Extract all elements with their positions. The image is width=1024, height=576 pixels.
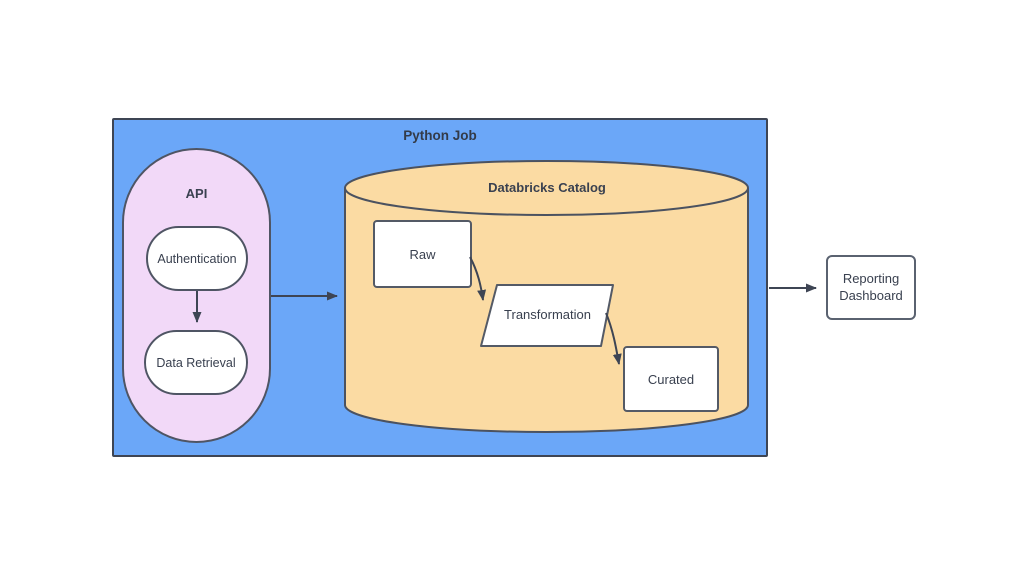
node-data-retrieval-label: Data Retrieval	[156, 355, 236, 370]
api-group-label: API	[185, 186, 208, 201]
node-transformation-label: Transformation	[504, 307, 591, 322]
node-raw-label: Raw	[409, 246, 436, 262]
node-authentication-label: Authentication	[157, 251, 237, 266]
node-reporting-dashboard: Reporting Dashboard	[826, 255, 916, 320]
node-authentication: Authentication	[146, 226, 248, 291]
node-data-retrieval: Data Retrieval	[144, 330, 248, 395]
node-curated: Curated	[623, 346, 719, 412]
node-reporting-dashboard-label: Reporting Dashboard	[839, 270, 903, 303]
node-curated-label: Curated	[647, 371, 695, 387]
catalog-label: Databricks Catalog	[488, 180, 606, 195]
python-job-label: Python Job	[403, 128, 477, 143]
node-raw: Raw	[373, 220, 472, 288]
